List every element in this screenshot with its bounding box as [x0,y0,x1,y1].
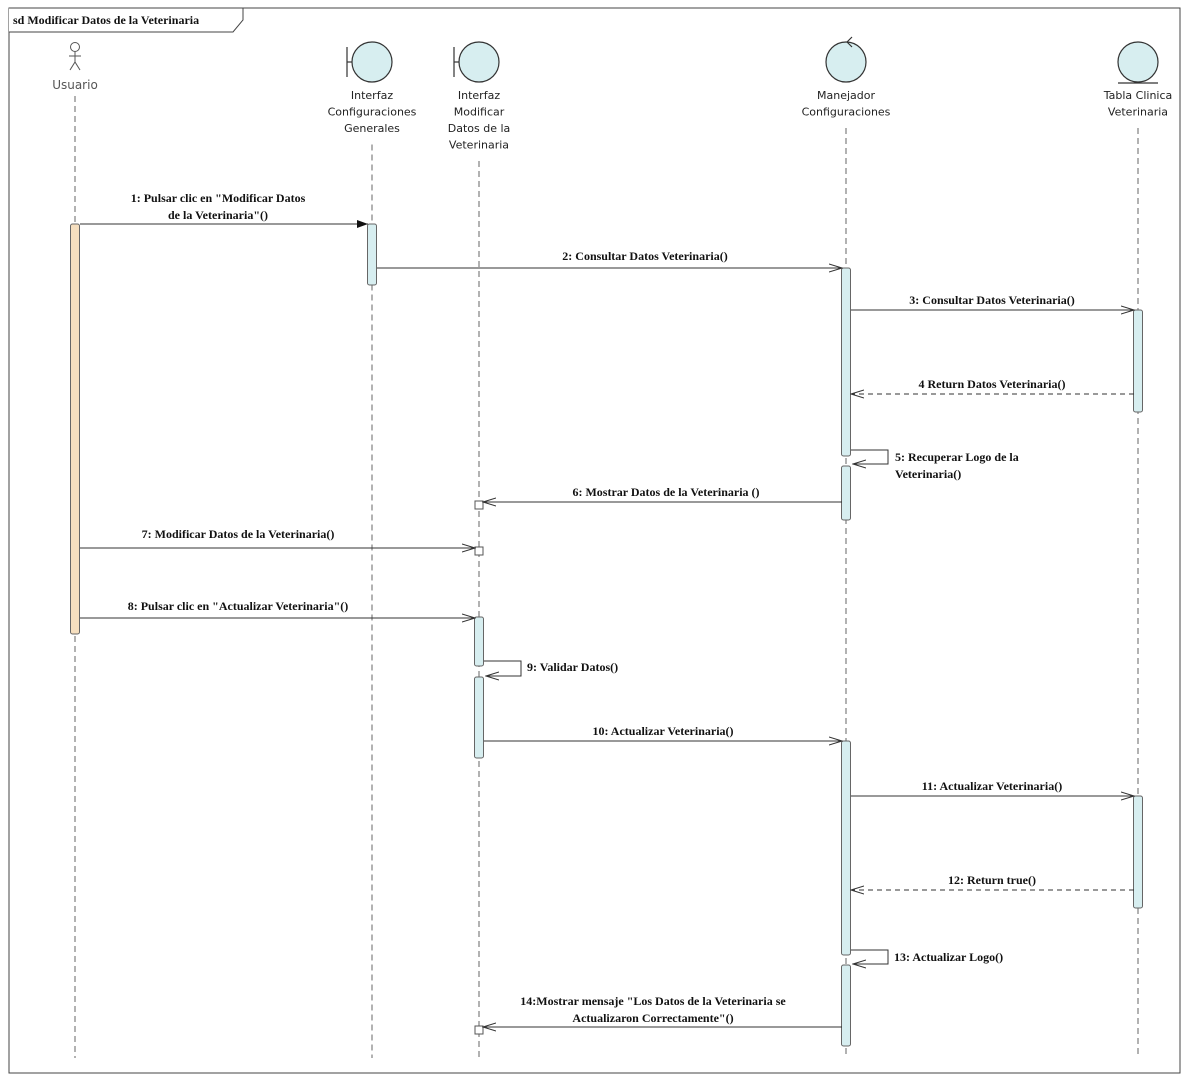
message-target-box [474,1025,484,1035]
frame-border [8,7,1181,1074]
lifeline-label: Usuario [52,78,98,92]
message-14: 14:Mostrar mensaje "Los Datos de la Vete… [483,994,842,1027]
message-12: 12: Return true() [851,873,1134,890]
activation-bar [367,223,377,286]
message-label: 10: Actualizar Veterinaria() [592,724,733,738]
message-label: 9: Validar Datos() [527,660,618,674]
message-label: 7: Modificar Datos de la Veterinaria() [142,527,335,541]
message-9: 9: Validar Datos() [484,660,618,676]
message-10: 10: Actualizar Veterinaria() [484,724,842,741]
message-11: 11: Actualizar Veterinaria() [851,779,1134,796]
message-label: 13: Actualizar Logo() [894,950,1003,964]
entity-icon [1117,41,1159,84]
self-message-arrow [851,449,889,464]
actor-icon [69,42,81,71]
activation-bar [841,465,851,521]
message-target-box [474,500,484,510]
message-label: 11: Actualizar Veterinaria() [922,779,1062,793]
message-4: 4 Return Datos Veterinaria() [851,377,1134,394]
activation-bar [841,267,851,457]
message-8: 8: Pulsar clic en "Actualizar Veterinari… [80,599,475,618]
message-label: 4 Return Datos Veterinaria() [919,377,1066,391]
activation-bar [1133,795,1143,909]
activation-bar [841,740,851,956]
message-6: 6: Mostrar Datos de la Veterinaria () [483,485,842,502]
boundary-icon [453,41,500,83]
message-13: 13: Actualizar Logo() [851,949,1003,964]
activation-bar [70,223,80,635]
activation-bar [1133,309,1143,413]
message-2: 2: Consultar Datos Veterinaria() [377,249,842,268]
frame-title-tab [9,7,244,33]
self-message-arrow [851,949,889,964]
message-label: 2: Consultar Datos Veterinaria() [562,249,727,263]
message-label: 12: Return true() [948,873,1036,887]
frame-title: sd Modificar Datos de la Veterinaria [13,13,199,27]
self-message-arrow [484,660,522,676]
message-label: 3: Consultar Datos Veterinaria() [909,293,1074,307]
message-7: 7: Modificar Datos de la Veterinaria() [80,527,475,548]
message-label: 8: Pulsar clic en "Actualizar Veterinari… [128,599,349,613]
message-label: 6: Mostrar Datos de la Veterinaria () [572,485,759,499]
control-icon [825,36,867,83]
activation-bar [474,616,484,667]
activation-bar [474,676,484,759]
boundary-icon [346,41,393,83]
activation-bar [841,964,851,1047]
message-3: 3: Consultar Datos Veterinaria() [851,293,1134,310]
message-target-box [474,546,484,556]
message-label: 14:Mostrar mensaje "Los Datos de la Vete… [520,994,786,1025]
